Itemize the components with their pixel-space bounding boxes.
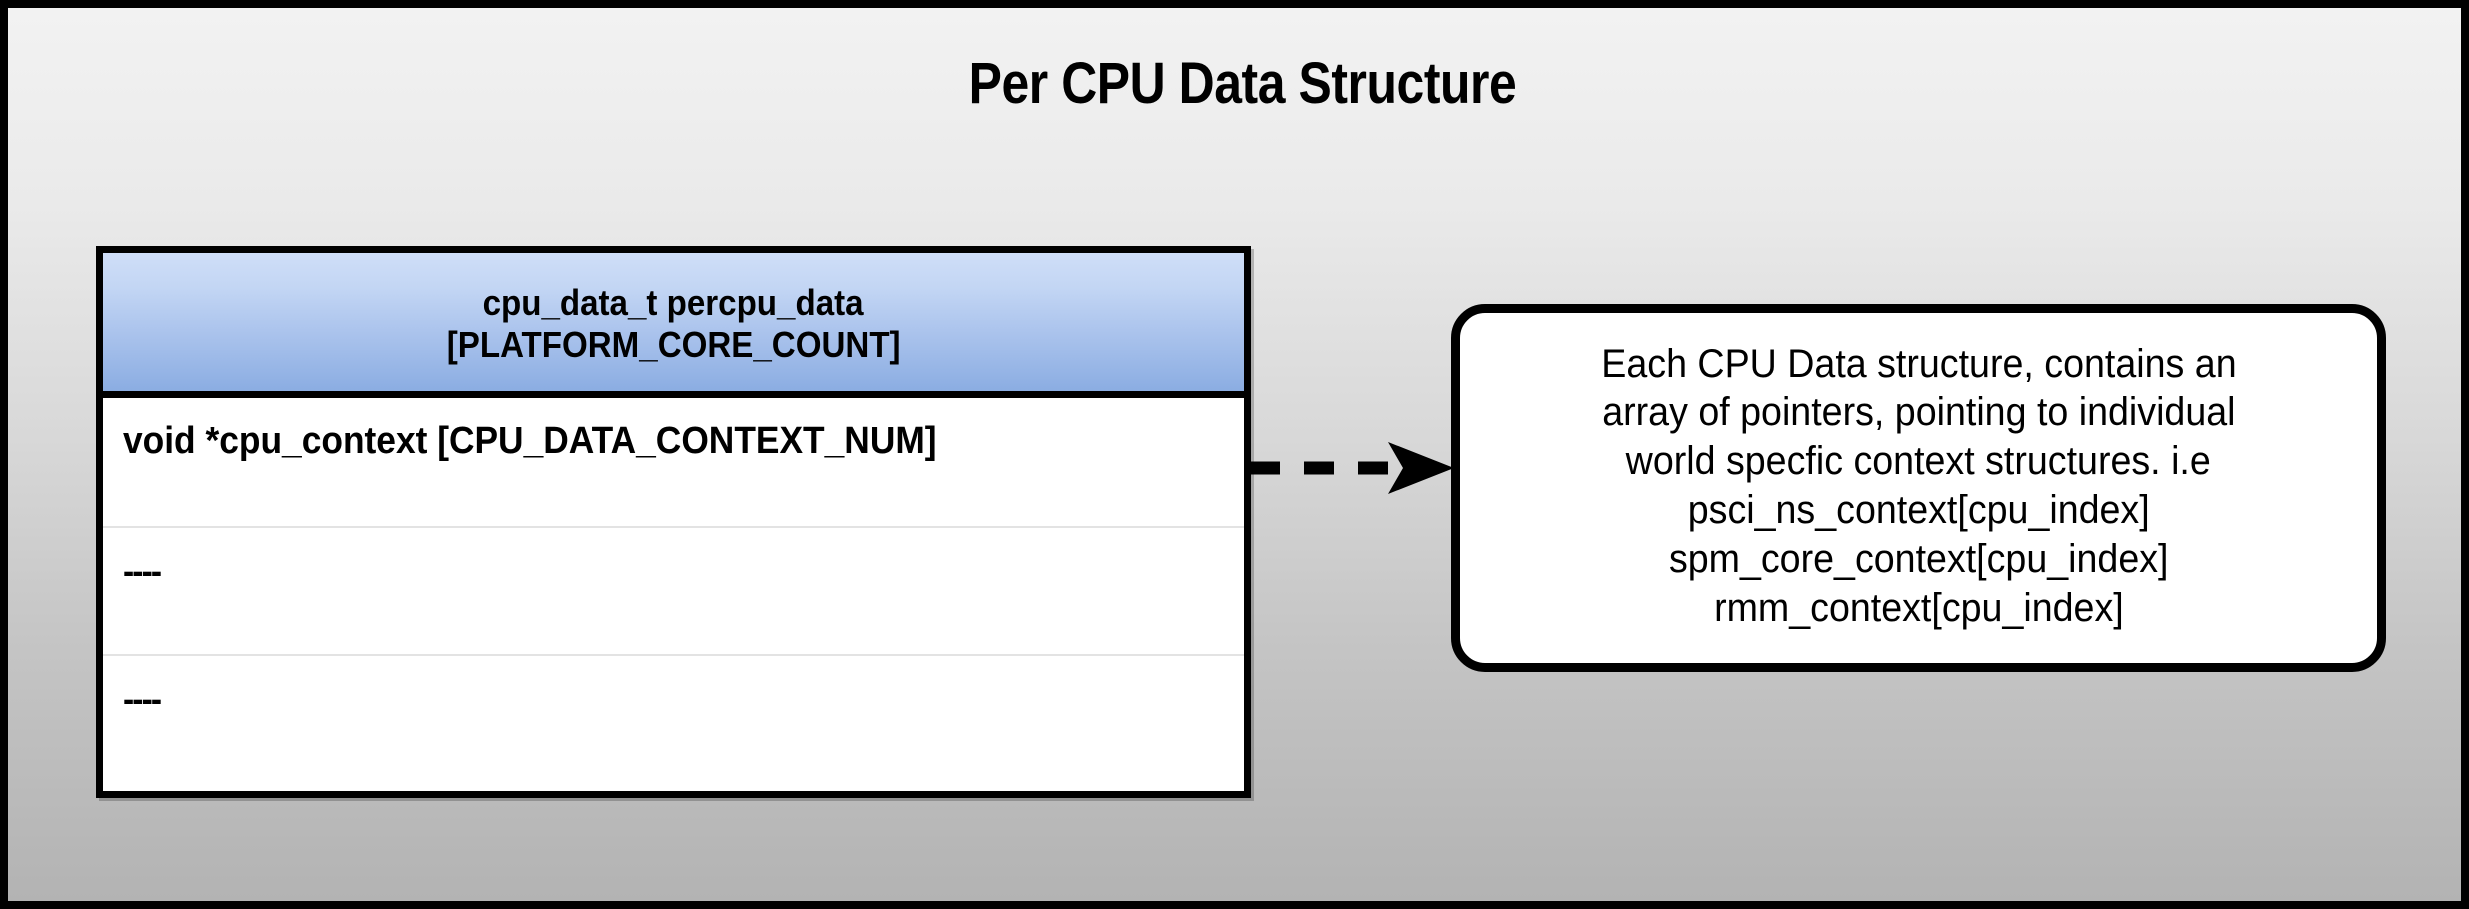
class-row: void *cpu_context [CPU_DATA_CONTEXT_NUM]: [103, 398, 1244, 526]
class-row: ----: [103, 526, 1244, 654]
class-row: ----: [103, 654, 1244, 784]
class-name-line-1: cpu_data_t percpu_data: [483, 281, 864, 323]
note-line: spm_core_context[cpu_index]: [1668, 536, 2169, 581]
note-line: world specfic context structures. i.e: [1625, 439, 2212, 484]
class-box-body: void *cpu_context [CPU_DATA_CONTEXT_NUM]…: [103, 398, 1244, 784]
note-line: psci_ns_context[cpu_index]: [1687, 488, 2150, 532]
class-row-label: ----: [123, 550, 162, 591]
note-line: array of pointers, pointing to individua…: [1601, 390, 2236, 435]
class-name-line-2: [PLATFORM_CORE_COUNT]: [446, 324, 901, 365]
class-box-percpu-data: cpu_data_t percpu_data [PLATFORM_CORE_CO…: [96, 246, 1251, 798]
note-line: rmm_context[cpu_index]: [1713, 585, 2124, 630]
note-box-cpu-data-description: Each CPU Data structure, contains an arr…: [1451, 304, 2386, 672]
class-row-label: ----: [123, 678, 162, 719]
note-line: Each CPU Data structure, contains an: [1600, 341, 2237, 386]
dashed-arrow-icon: [1250, 442, 1454, 494]
class-row-label: void *cpu_context [CPU_DATA_CONTEXT_NUM]: [123, 420, 937, 462]
class-box-header: cpu_data_t percpu_data [PLATFORM_CORE_CO…: [103, 253, 1244, 398]
page-title: Per CPU Data Structure: [968, 51, 1517, 116]
